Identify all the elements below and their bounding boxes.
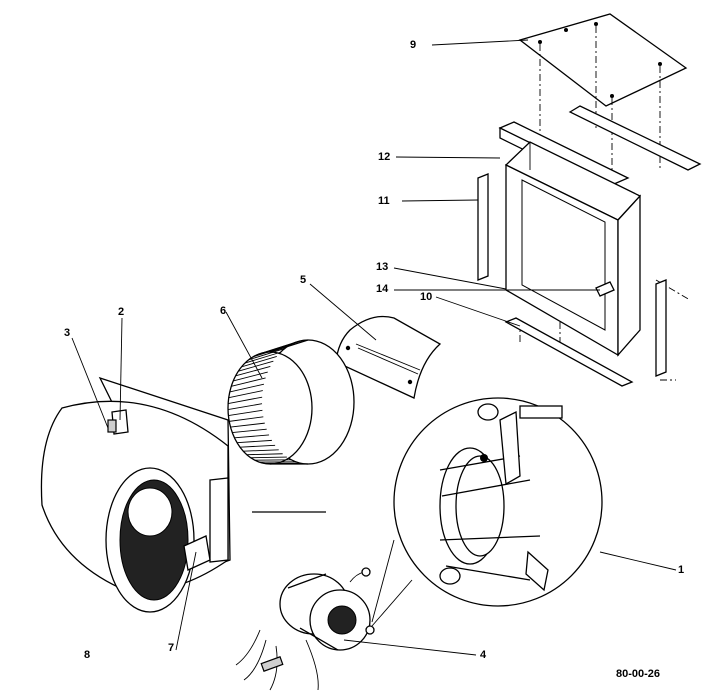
blower-housing-box: [477, 105, 702, 387]
wheel-vane: [228, 396, 263, 405]
wheel-vane: [229, 383, 265, 393]
callout-5: 5: [300, 274, 307, 286]
callout-8: 8: [84, 649, 91, 661]
callout-7: 7: [168, 642, 175, 654]
callout-6: 6: [220, 305, 227, 317]
callout-3: 3: [64, 327, 71, 339]
wheel-vane: [248, 348, 285, 361]
wheel-vane: [239, 444, 276, 448]
wheel-vane: [243, 449, 279, 452]
callout-leaders: [71, 39, 677, 656]
wheel-vane: [231, 377, 266, 387]
top-cover-plate: [518, 13, 688, 107]
wheel-vane: [244, 351, 281, 364]
wheel-vane: [236, 439, 272, 444]
wheel-vane: [228, 409, 263, 416]
blower-housing-scroll: [40, 376, 231, 613]
motor-mount-detail: [371, 397, 603, 627]
callout-1: 1: [678, 564, 685, 576]
drawing-number: 80-00-26: [616, 668, 661, 680]
wheel-vane: [234, 434, 270, 439]
wheel-vane: [246, 453, 283, 456]
callout-14: 14: [376, 283, 389, 295]
blower-wheel: [227, 339, 355, 465]
wheel-vane: [233, 371, 268, 382]
callout-10: 10: [420, 291, 433, 303]
callout-13: 13: [376, 261, 389, 273]
wheel-vane: [228, 390, 263, 399]
wheel-vane: [265, 339, 304, 353]
cutoff-plate: [335, 315, 442, 399]
wheel-vane: [241, 356, 277, 368]
callout-12: 12: [378, 151, 391, 163]
wheel-vane: [232, 428, 267, 434]
callout-4: 4: [480, 649, 487, 661]
callout-9: 9: [410, 39, 417, 51]
wheel-vane: [250, 456, 287, 459]
wheel-vane: [230, 422, 265, 428]
wheel-vane: [252, 345, 290, 358]
motor: [235, 567, 375, 691]
wheel-vane: [229, 416, 264, 422]
callout-2: 2: [118, 306, 125, 318]
callout-11: 11: [378, 195, 390, 207]
wheel-vane: [235, 365, 271, 377]
wheel-vane: [227, 403, 263, 411]
